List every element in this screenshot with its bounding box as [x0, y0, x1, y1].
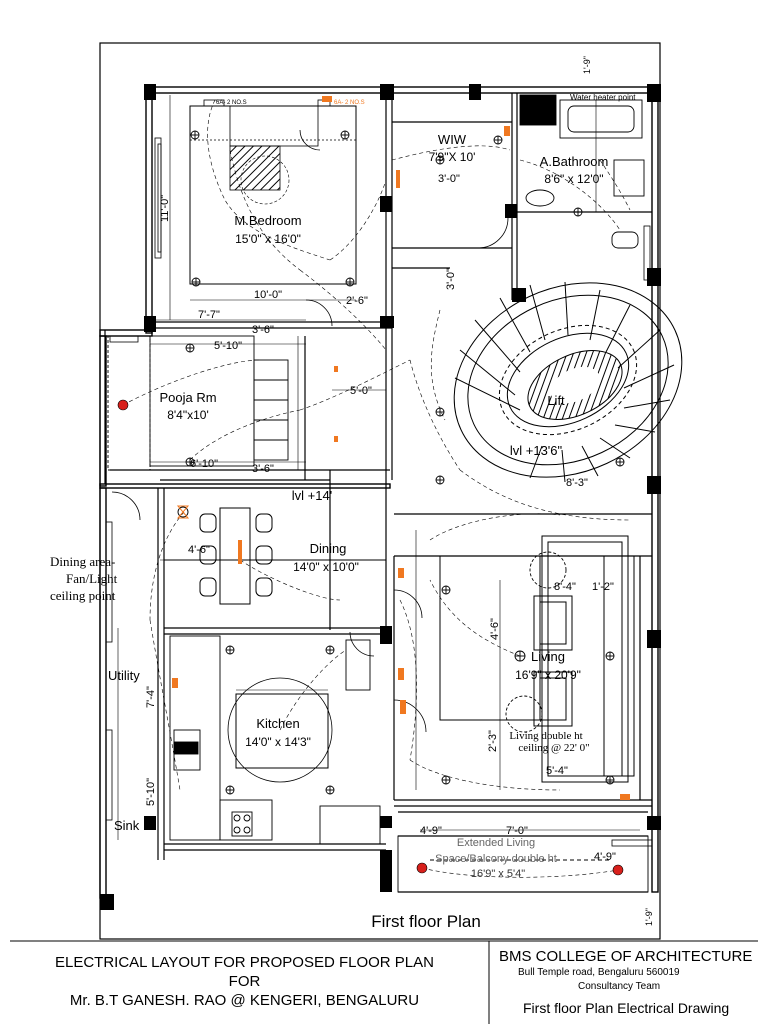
living-furniture: [439, 535, 635, 783]
ceiling-points: [177, 130, 625, 795]
project-title-line3: Mr. B.T GANESH. RAO @ KENGERI, BENGALURU: [69, 992, 420, 1009]
dining-fan-symbol: [176, 505, 190, 519]
bedroom-size: 15'0" x 16'0": [235, 232, 301, 246]
balcony-size: 16'9" x 5'4": [471, 868, 525, 880]
dim-3: 10'-0": [254, 289, 282, 301]
living-note-line2: ceiling @ 22' 0": [518, 742, 589, 754]
living-name: Living: [531, 649, 565, 664]
dim-4: 2'-6": [346, 295, 368, 307]
dimension-labels: 1'-9" 11'-0" 10'-0" 2'-6" 7'-7" 3'-6" 5'…: [145, 56, 654, 926]
lift-shaft: [527, 350, 623, 420]
balcony-outline: [397, 835, 649, 893]
dim-11: 3'-0": [438, 173, 460, 185]
wiw-size: 7'9"X 10': [429, 150, 476, 164]
lift-name: Lift: [547, 393, 565, 408]
sink-name: Sink: [114, 818, 140, 833]
living-size: 16'9" x 20'9": [515, 668, 581, 682]
dining-point-note-line1: Dining area-: [50, 554, 115, 569]
dim-18: 7'-0": [506, 825, 528, 837]
dimension-lines: [117, 95, 640, 840]
project-title-line2: FOR: [228, 973, 261, 990]
dim-6: 3'-6": [252, 324, 274, 336]
windows: [105, 137, 653, 847]
dim-1: 1'-9": [582, 56, 592, 74]
dim-20: 5'-10": [145, 778, 157, 806]
bathroom-fixtures: [519, 94, 645, 249]
pooja-name: Pooja Rm: [159, 390, 216, 405]
kitchen-size: 14'0" x 14'3": [245, 735, 311, 749]
spiral-staircase: [453, 281, 683, 483]
drawing-title: First floor Plan: [371, 912, 481, 931]
dim-5: 7'-7": [198, 309, 220, 321]
bed: [189, 105, 357, 285]
doors: [111, 129, 509, 733]
balcony-name-line2: Space/Balcony double ht: [435, 853, 557, 865]
kitchen-ceiling-box: [235, 693, 329, 769]
college-name: BMS COLLEGE OF ARCHITECTURE: [499, 948, 753, 965]
dim-8: 6'-10": [190, 458, 218, 470]
dining-point-note-line3: ceiling point: [50, 588, 116, 603]
kitchen-name: Kitchen: [256, 716, 299, 731]
lift-level: lvl +13'6": [510, 443, 563, 458]
bathroom-name: A.Bathroom: [540, 154, 609, 169]
dim-17: 4'-9": [420, 825, 442, 837]
structural-columns: [100, 84, 661, 910]
interior-walls: [104, 93, 652, 893]
dim-14: 8'-4": [554, 581, 576, 593]
dim-15: 1'-2": [592, 581, 614, 593]
dim-2: 11'-0": [159, 195, 171, 222]
dim-16: 5'-4": [546, 765, 568, 777]
college-address: Bull Temple road, Bengaluru 560019: [518, 967, 680, 978]
sockets: [172, 96, 630, 800]
switch-tag-bedroom: 6A- 2 NO.S: [216, 100, 247, 106]
dining-size: 14'0" x 10'0": [293, 560, 359, 574]
balcony-name-line1: Extended Living: [457, 837, 535, 849]
dining-table-set: [164, 507, 386, 605]
water-heater-label: Water heater point: [570, 93, 636, 102]
dim-12: 8'-3": [566, 477, 588, 489]
bathroom-size: 8'6" x 12'0": [544, 172, 603, 186]
dining-point-note-line2: Fan/Light: [66, 571, 118, 586]
sheet-name: First floor Plan Electrical Drawing: [523, 1000, 730, 1016]
project-title-line1: ELECTRICAL LAYOUT FOR PROPOSED FLOOR PLA…: [55, 954, 434, 971]
dim-10: 5'-0": [350, 385, 372, 397]
dining-name: Dining: [310, 541, 347, 556]
dim-19: 4'-9": [594, 851, 616, 863]
dim-13: 4'-6": [489, 618, 501, 640]
kitchen-fan-circle: [227, 677, 333, 783]
pooja-room-fittings: [107, 335, 289, 471]
dim-24: 3'-0": [445, 268, 457, 290]
dim-7: 5'-10": [214, 340, 242, 352]
consultancy-team: Consultancy Team: [578, 981, 661, 992]
dim-9: 3'-6": [252, 463, 274, 475]
utility-name: Utility: [108, 668, 140, 683]
living-note-line1: Living double ht: [509, 730, 582, 742]
switch-tag-bedroom-2: 6A- 2 NO.S: [334, 100, 365, 106]
dining-level: lvl +14': [292, 488, 332, 503]
pooja-size: 8'4"x10': [167, 408, 209, 422]
kitchen-counters: [169, 635, 381, 845]
dim-22: 4'-6": [188, 544, 210, 556]
wall-light-points: [117, 399, 624, 876]
dim-21: 7'-4": [145, 686, 157, 708]
dim-25: 1'-9": [644, 908, 654, 926]
wiw-name: WIW: [438, 132, 467, 147]
dim-23: 2'-3": [487, 730, 499, 752]
electrical-wiring: [122, 99, 631, 878]
bedroom-name: M.Bedroom: [234, 213, 301, 228]
